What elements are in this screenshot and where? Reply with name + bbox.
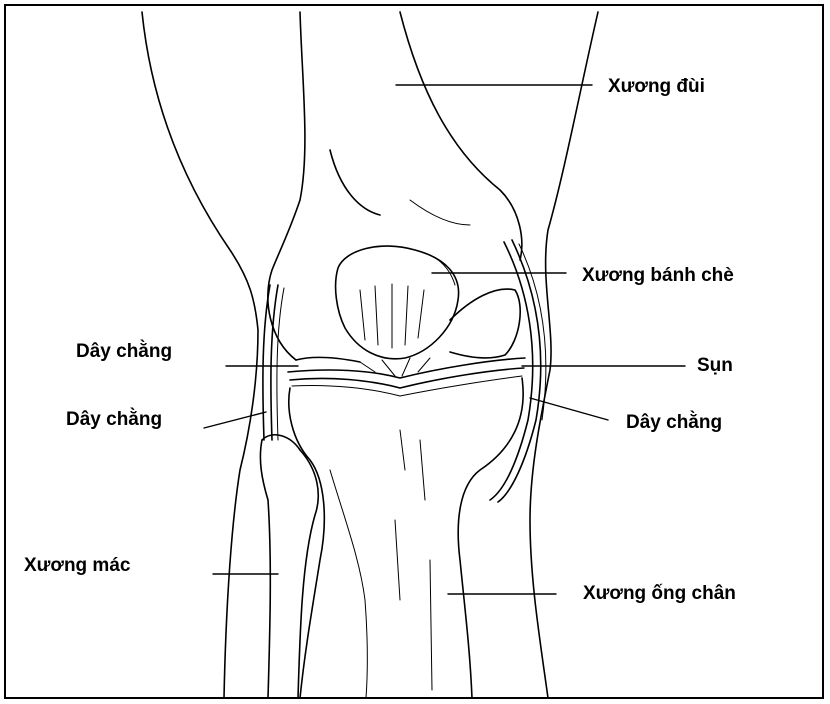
tibia-bone (289, 378, 523, 698)
leg-outline (142, 12, 598, 698)
cartilage-meniscus (288, 358, 525, 396)
label-patella: Xương bánh chè (582, 266, 734, 285)
femur-bone (268, 12, 522, 360)
femoral-condyles (296, 289, 520, 362)
label-tibia: Xương ống chân (583, 584, 736, 603)
label-femur: Xương đùi (608, 77, 705, 96)
label-fibula: Xương mác (24, 556, 130, 575)
lateral-collateral-ligament (263, 285, 284, 440)
patella-bone (336, 246, 459, 359)
leader-ligament-lower-left (204, 412, 266, 428)
label-cartilage: Sụn (697, 356, 733, 375)
label-ligament-upper-left: Dây chằng (76, 342, 172, 361)
leader-lines (204, 85, 685, 594)
label-ligament-right: Dây chằng (626, 413, 722, 432)
label-ligament-lower-left: Dây chằng (66, 410, 162, 429)
fibula-bone (260, 435, 318, 698)
